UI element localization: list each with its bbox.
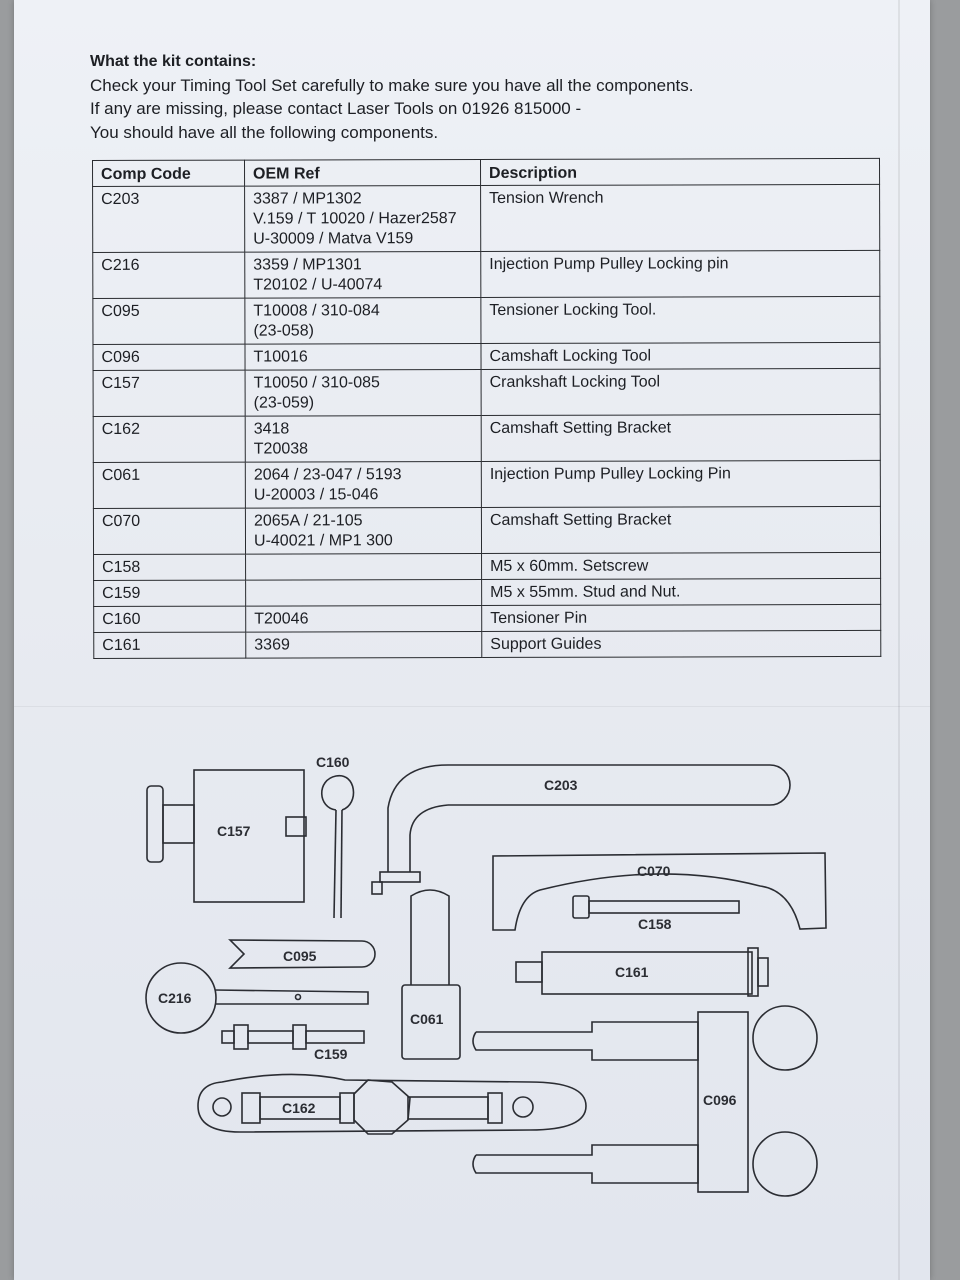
intro-line-2: If any are missing, please contact Laser… [90,99,582,118]
c162-drawing: C162 [197,1073,587,1135]
c158-drawing: C158 [572,895,740,932]
c061-drawing: C061 [401,889,461,1060]
label-c061: C061 [410,1011,444,1027]
intro-heading: What the kit contains: [90,53,257,70]
c157-drawing: C157 [146,769,307,903]
label-c159: C159 [314,1046,348,1062]
c096-drawing: C096 [472,1005,818,1197]
label-c158: C158 [638,916,672,932]
label-c157: C157 [217,823,251,839]
label-c096: C096 [703,1092,737,1108]
label-c161: C161 [615,964,649,980]
label-c203: C203 [544,777,578,793]
paper-fold-vertical [898,0,900,1280]
c203-drawing: C203 [371,764,791,895]
label-c095: C095 [283,948,317,964]
c161-drawing: C161 [515,947,769,997]
c159-drawing: C159 [221,1024,365,1062]
intro-line-3: You should have all the following compon… [90,122,439,142]
c095-drawing: C095 [228,939,376,969]
c160-drawing: C160 [316,754,355,919]
label-c160: C160 [316,754,350,770]
intro-text: What the kit contains: Check your Timing… [90,50,870,144]
intro-line-1: Check your Timing Tool Set carefully to … [90,75,694,95]
label-c162: C162 [282,1100,316,1116]
label-c070: C070 [637,863,671,879]
paper-fold-horizontal [14,706,930,707]
label-c216: C216 [158,990,192,1006]
c070-drawing: C070 [492,852,827,931]
instruction-sheet [14,0,930,1280]
c216-drawing: C216 [145,962,369,1034]
